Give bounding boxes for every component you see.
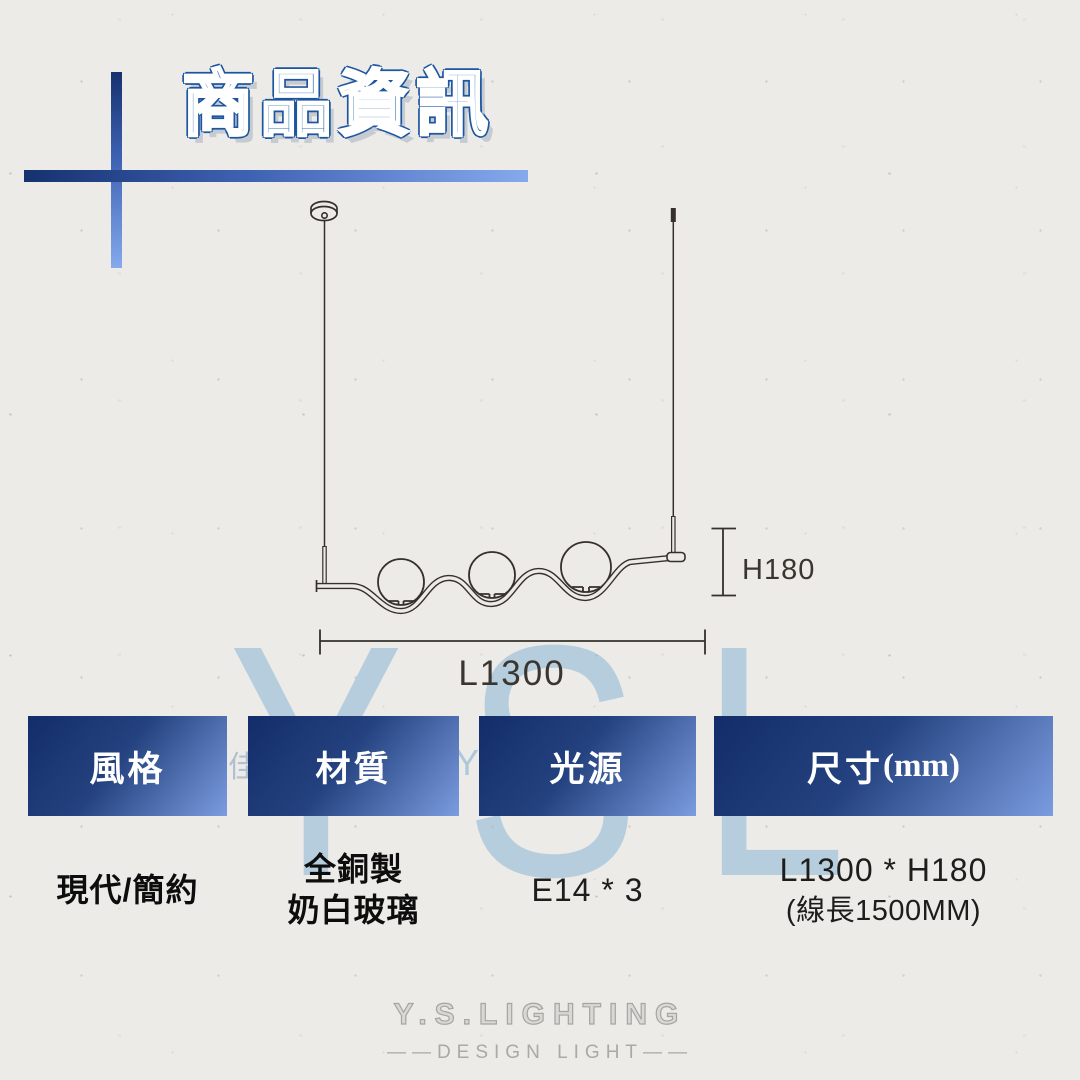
glass-globes: [377, 541, 612, 606]
spec-value-size-line1: L1300 * H180: [779, 851, 988, 888]
spec-value-light-source-line: E14 * 3: [531, 871, 644, 908]
spec-value-material-line1: 全銅製: [303, 851, 403, 887]
height-dimension-marker: [711, 527, 736, 597]
spec-header-light-source-label: 光源: [549, 749, 626, 789]
spec-header-size: 尺寸(mm): [714, 716, 1053, 816]
spec-value-light-source: E14 * 3: [479, 840, 696, 940]
globe-sockets: [388, 586, 600, 605]
spec-value-material: 全銅製 奶白玻璃: [248, 840, 459, 940]
brand-logo-text: Y.S.LIGHTING: [393, 997, 687, 1031]
length-dimension-marker: [319, 629, 706, 655]
spec-value-style: 現代/簡約: [28, 840, 227, 940]
spec-header-style: 風格: [28, 716, 227, 816]
spec-header-size-label: 尺寸: [807, 749, 884, 789]
right-wire-top-cap: [670, 208, 676, 222]
length-dimension-label: L1300: [458, 654, 565, 693]
globe-2: [468, 551, 516, 599]
spec-value-size: L1300 * H180 (線長1500MM): [714, 840, 1053, 940]
height-dimension-label: H180: [742, 554, 815, 586]
ceiling-canopy-icon: [310, 200, 338, 222]
title-accent-horizontal-bar: [24, 170, 528, 182]
spec-header-size-unit: (mm): [883, 747, 960, 784]
spec-header-light-source: 光源: [479, 716, 696, 816]
spec-header-material: 材質: [248, 716, 459, 816]
wave-rail: [315, 551, 686, 615]
spec-header-style-label: 風格: [89, 749, 166, 789]
spec-value-size-line2: (線長1500MM): [785, 894, 982, 927]
spec-value-material-line2: 奶白玻璃: [287, 892, 420, 928]
rail-right-end-cap: [666, 551, 686, 563]
watermark-y-small: Y: [455, 742, 480, 783]
globe-3: [560, 541, 612, 593]
page-title: 商品資訊: [181, 64, 495, 147]
spec-value-style-line: 現代/簡約: [56, 871, 199, 908]
spec-header-material-label: 材質: [315, 749, 392, 789]
brand-tagline: ——DESIGN LIGHT——: [386, 1042, 694, 1063]
globe-1: [377, 558, 425, 606]
